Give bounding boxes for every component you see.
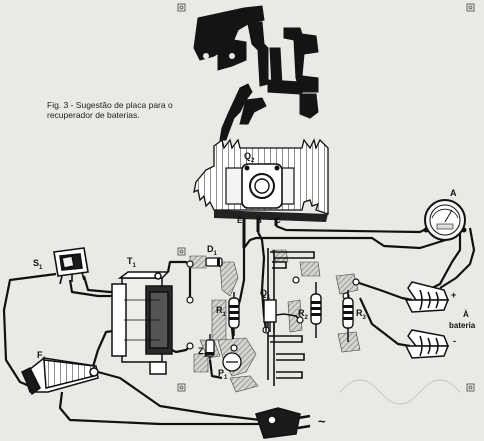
label-z1: Z1 bbox=[198, 346, 207, 359]
clip-positive bbox=[404, 281, 450, 313]
label-d1: D1 bbox=[207, 244, 217, 257]
wires bbox=[2, 224, 476, 426]
switch-s1 bbox=[53, 247, 89, 285]
label-s1: S1 bbox=[33, 258, 43, 271]
caption-line-1: Fig. 3 - Sugestão de placa para o bbox=[47, 100, 173, 110]
label-minus: - bbox=[453, 336, 456, 346]
label-c: C bbox=[275, 216, 281, 225]
trimmer-p1 bbox=[222, 352, 242, 372]
label-t1: T1 bbox=[127, 256, 136, 269]
label-plus: + bbox=[451, 290, 457, 300]
zener-z1 bbox=[205, 334, 215, 364]
label-r2: R2 bbox=[298, 308, 308, 321]
label-r3: R3 bbox=[356, 308, 366, 321]
resistor-r2 bbox=[310, 282, 322, 338]
transistor-q1 bbox=[263, 299, 277, 332]
label-q2: Q2 bbox=[244, 151, 255, 164]
resistor-r3 bbox=[342, 290, 354, 342]
solder-pads bbox=[186, 260, 360, 352]
ac-plug bbox=[255, 407, 311, 439]
label-f1: F1 bbox=[37, 350, 46, 363]
label-q1: Q1 bbox=[260, 288, 271, 301]
diode-d1 bbox=[205, 257, 223, 267]
resistor-r1 bbox=[228, 292, 240, 336]
clip-negative bbox=[404, 329, 450, 359]
label-ac: ~ bbox=[318, 414, 326, 429]
pcb-traces bbox=[193, 5, 319, 141]
heatsink-q2 bbox=[193, 138, 329, 222]
label-battery-2: bateria bbox=[449, 321, 476, 330]
label-ammeter: A bbox=[450, 188, 457, 198]
background-waveform bbox=[339, 379, 461, 405]
figure-caption: Fig. 3 - Sugestão de placa para o recupe… bbox=[47, 100, 197, 120]
label-b: B bbox=[256, 216, 262, 225]
label-e: E bbox=[237, 216, 243, 225]
transformer-t1 bbox=[111, 271, 173, 375]
ammeter bbox=[423, 199, 467, 241]
caption-line-2: recuperador de baterias. bbox=[47, 110, 140, 120]
fuse-holder-f1 bbox=[21, 357, 99, 396]
label-battery-1: À bbox=[463, 310, 469, 319]
label-p1: P1 bbox=[218, 368, 228, 381]
registration-marks bbox=[177, 3, 475, 392]
label-r1: R1 bbox=[216, 305, 226, 318]
q2-leads bbox=[242, 218, 278, 248]
